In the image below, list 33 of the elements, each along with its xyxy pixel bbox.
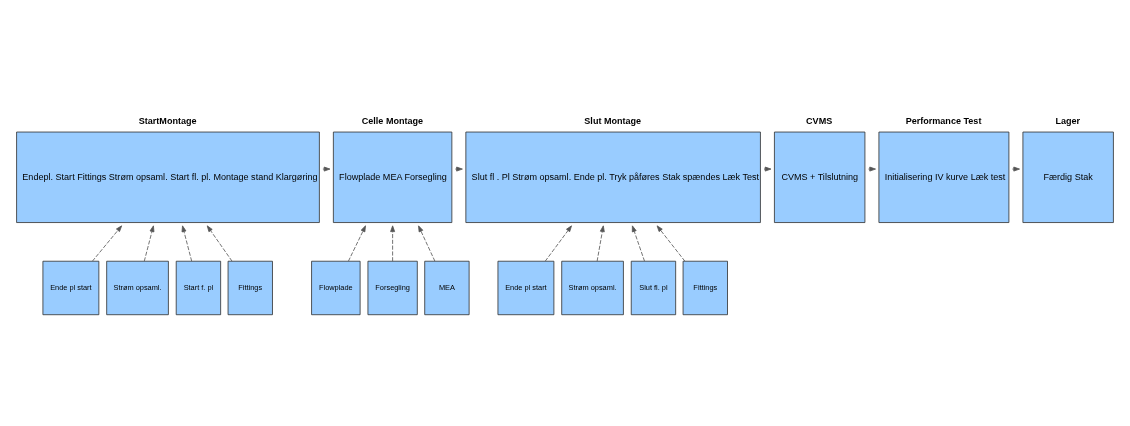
arrow: [544, 224, 572, 262]
node-box: MEA: [424, 260, 470, 315]
node-label: Celle Montage: [361, 115, 424, 126]
node-box: Strøm opsaml.: [106, 260, 169, 315]
node-label: StartMontage: [138, 115, 197, 126]
arrow: [454, 166, 463, 171]
arrow: [390, 224, 396, 262]
node-box: Ende pl start: [497, 260, 555, 315]
node-box: Forsegling: [367, 260, 418, 315]
node-box: Fittings: [682, 260, 728, 315]
node-box: Slut fl. pl: [630, 260, 677, 315]
arrow: [596, 224, 605, 262]
node-box: Strøm opsaml.: [561, 260, 624, 315]
arrow: [143, 224, 155, 262]
node-box: Fittings: [227, 260, 273, 315]
arrow: [656, 224, 686, 262]
arrow: [631, 224, 645, 262]
node-label: Slut Montage: [584, 115, 642, 126]
arrow: [92, 224, 123, 262]
node-box: Flowplade: [311, 260, 361, 315]
node-label: Lager: [1055, 115, 1081, 126]
arrow: [1011, 166, 1020, 171]
node-box: Start f. pl: [175, 260, 222, 315]
arrow: [418, 224, 436, 262]
node-box: Ende pl start: [42, 260, 100, 315]
arrow: [206, 224, 233, 262]
arrow: [322, 166, 331, 171]
arrow: [868, 166, 876, 171]
node-label: CVMS: [806, 115, 833, 126]
arrow: [348, 224, 366, 262]
node-label: Performance Test: [905, 115, 982, 126]
arrow: [181, 224, 193, 262]
arrow: [763, 166, 772, 171]
